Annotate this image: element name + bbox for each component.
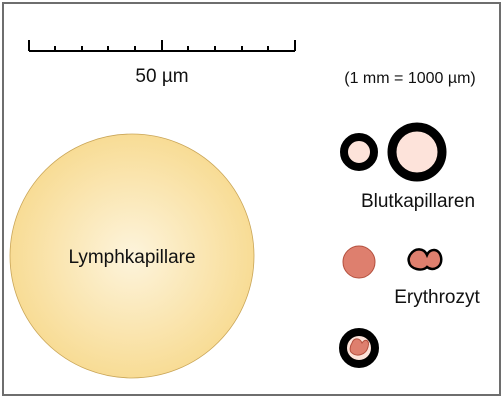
erythrocyte-round — [343, 246, 375, 278]
lymph-capillary-label: Lymphkapillare — [68, 247, 195, 268]
small-blood-capillary — [344, 137, 374, 167]
blood-capillaries-label: Blutkapillaren — [361, 191, 475, 212]
erythrocyte-label: Erythrozyt — [394, 287, 480, 308]
unit-conversion-note: (1 mm = 1000 µm) — [344, 70, 475, 87]
large-blood-capillary — [392, 127, 442, 177]
scale-bar-label: 50 µm — [135, 66, 188, 87]
erythrocyte-deformed — [409, 249, 442, 269]
